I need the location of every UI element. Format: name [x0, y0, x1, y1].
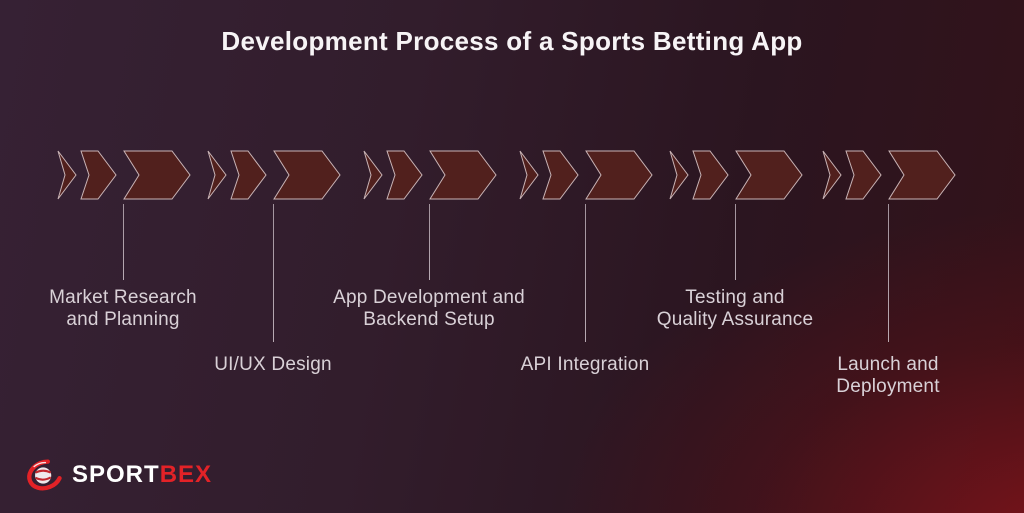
stage-label: Launch and Deployment: [753, 354, 1023, 398]
chevron-arrows-icon: [822, 150, 956, 200]
chevron-arrows-icon: [363, 150, 497, 200]
stage-label-line: Quality Assurance: [656, 309, 814, 330]
logo-text-sport: SPORT: [72, 461, 160, 488]
stage-label: Market Research and Planning: [0, 287, 258, 331]
stage-label-line: App Development and: [333, 287, 525, 308]
chevron-arrows-icon: [57, 150, 191, 200]
stage-label-line: Market Research: [49, 287, 197, 308]
stage-label: App Development and Backend Setup: [294, 287, 564, 331]
stage-label-line: Launch and: [837, 354, 939, 375]
page-title: Development Process of a Sports Betting …: [221, 26, 803, 56]
sportbex-logo: SPORTBEX: [25, 455, 212, 495]
stage-label: Testing and Quality Assurance: [600, 287, 870, 331]
chevron-arrows-icon: [669, 150, 803, 200]
connector-line: [888, 204, 889, 342]
stage-launch-and-deployment: Launch and Deployment: [822, 150, 956, 397]
stage-label-line: Testing and: [685, 287, 785, 308]
chevron-arrows-icon: [207, 150, 341, 200]
connector-line: [429, 204, 430, 280]
stage-label: API Integration: [450, 354, 720, 376]
sportbex-swirl-globe-icon: [27, 459, 63, 491]
stage-market-research-and-planning: Market Research and Planning: [49, 150, 197, 330]
connector-line: [273, 204, 274, 342]
stage-label-line: Backend Setup: [363, 309, 495, 330]
stage-ui-ux-design: UI/UX Design: [207, 150, 341, 375]
stage-label-line: and Planning: [66, 309, 180, 330]
connector-line: [735, 204, 736, 280]
chevron-arrows-icon: [519, 150, 653, 200]
stage-app-development-and-backend-setup: App Development and Backend Setup: [333, 150, 525, 330]
stage-label-line: API Integration: [520, 354, 650, 375]
stage-label: UI/UX Design: [138, 354, 408, 376]
stage-api-integration: API Integration: [519, 150, 653, 375]
stage-testing-and-quality-assurance: Testing and Quality Assurance: [657, 150, 813, 330]
stage-label-line: Deployment: [836, 376, 940, 397]
sportbex-wordmark: SPORTBEX: [72, 455, 212, 495]
logo-text-bex: BEX: [159, 461, 213, 488]
stage-label-line: UI/UX Design: [214, 354, 332, 375]
connector-line: [123, 204, 124, 280]
connector-line: [585, 204, 586, 342]
